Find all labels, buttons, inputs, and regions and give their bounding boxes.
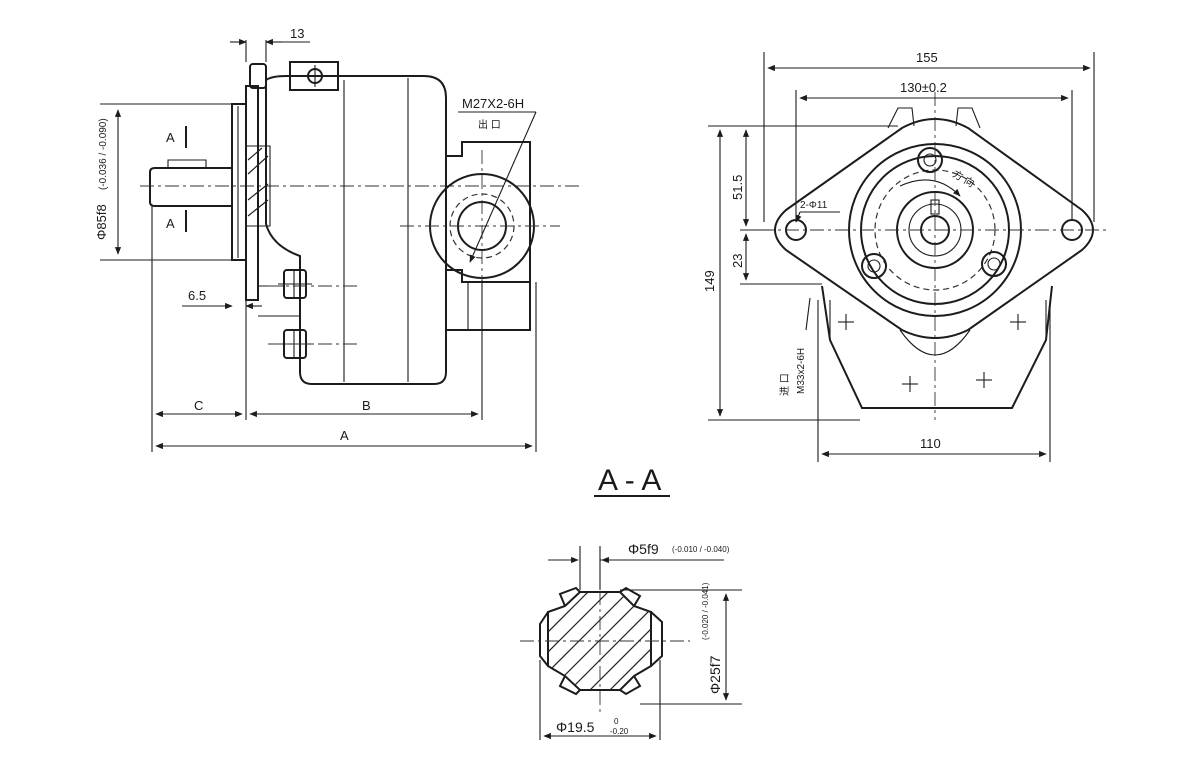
mount-hole-mark bbox=[838, 314, 1026, 392]
front-view-dimensions bbox=[708, 52, 1095, 462]
inlet-thread-label: M33x2-6H bbox=[796, 348, 807, 394]
side-view-labels: 13 Φ85f8 (-0.036 / -0.090) A A 6.5 C B A… bbox=[94, 26, 524, 443]
inlet-label: 进 口 bbox=[779, 373, 791, 396]
side-view-dimensions bbox=[100, 38, 537, 452]
cover-bolt bbox=[981, 251, 1007, 277]
front-view bbox=[760, 92, 1110, 420]
dim-overall-width: 155 bbox=[916, 50, 938, 65]
dim-key-width: Φ5f9 bbox=[628, 541, 659, 557]
dim-pilot-tolerance: (-0.036 / -0.090) bbox=[98, 118, 109, 190]
dim-root-tol-lower: -0.20 bbox=[610, 727, 629, 736]
hole-callout: 2-Φ11 bbox=[800, 200, 828, 211]
section-title: A - A bbox=[598, 464, 661, 497]
dim-c: C bbox=[194, 398, 203, 413]
dim-b: B bbox=[362, 398, 371, 413]
dim-pilot-diameter: Φ85f8 bbox=[94, 204, 109, 240]
section-mark-lower: A bbox=[166, 216, 175, 231]
dim-step: 6.5 bbox=[188, 288, 206, 303]
cover-bolt bbox=[917, 147, 943, 173]
dim-a: A bbox=[340, 428, 349, 443]
side-view bbox=[140, 61, 580, 385]
dim-lower-offset: 23 bbox=[730, 254, 745, 268]
outlet-thread-label: M27X2-6H bbox=[462, 96, 524, 111]
dim-flange-thickness: 13 bbox=[290, 26, 304, 41]
flange-bolt bbox=[278, 269, 312, 299]
dim-root-diameter: Φ19.5 bbox=[556, 719, 595, 735]
dim-root-tol-upper: 0 bbox=[614, 717, 619, 726]
section-mark-upper: A bbox=[166, 130, 175, 145]
dim-base-width: 110 bbox=[920, 436, 941, 451]
dim-bolt-spacing: 130±0.2 bbox=[900, 80, 947, 95]
front-view-labels: 155 130±0.2 51.5 23 149 110 2-Φ11 进 口 M3… bbox=[702, 50, 977, 451]
dim-outer-diameter: Φ25f7 bbox=[707, 655, 723, 694]
dim-upper-height: 51.5 bbox=[730, 175, 745, 200]
rotation-label: 方 向 bbox=[951, 167, 977, 190]
dim-total-height: 149 bbox=[702, 270, 717, 292]
dim-key-tolerance: (-0.010 / -0.040) bbox=[672, 545, 730, 554]
outlet-label: 出 口 bbox=[478, 118, 501, 131]
section-a-a: A - A bbox=[520, 464, 742, 740]
cover-bolt bbox=[861, 253, 887, 279]
dim-outer-tolerance: (-0.020 / -0.041) bbox=[701, 582, 710, 640]
